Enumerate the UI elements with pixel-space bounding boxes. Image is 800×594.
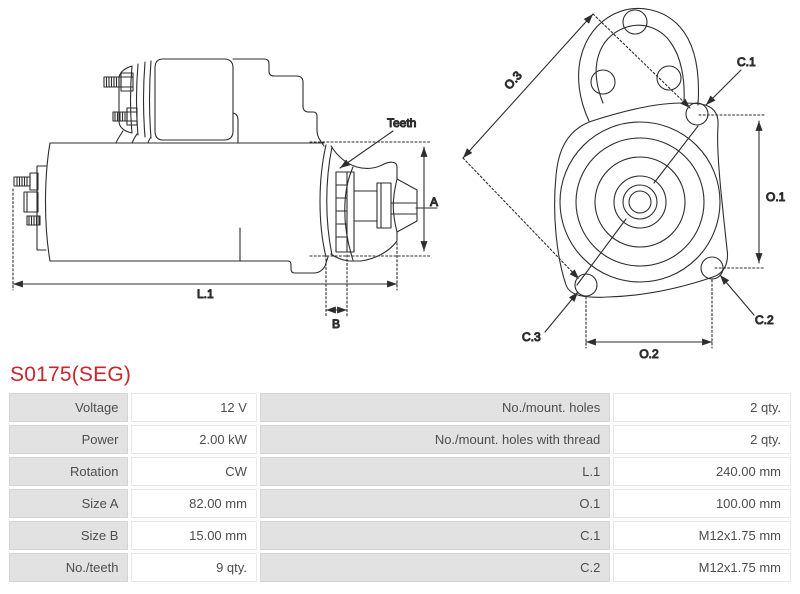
spec-value: 2.00 kW	[131, 425, 257, 454]
spec-value: 240.00 mm	[613, 457, 791, 486]
spec-value: 9 qty.	[131, 553, 257, 582]
spec-label: C.2	[259, 553, 611, 582]
dim-label-a: A	[430, 195, 438, 209]
spec-label: O.1	[259, 489, 611, 518]
spec-table: Voltage 12 V No./mount. holes 2 qty. Pow…	[6, 390, 794, 585]
spec-value: CW	[131, 457, 257, 486]
spec-label: Voltage	[9, 393, 129, 422]
table-row: Size B 15.00 mm C.1 M12x1.75 mm	[9, 521, 791, 550]
motor-body	[36, 142, 325, 262]
spec-label: Rotation	[9, 457, 129, 486]
spec-value: 82.00 mm	[131, 489, 257, 518]
top-bracket	[578, 7, 699, 122]
table-row: Rotation CW L.1 240.00 mm	[9, 457, 791, 486]
spec-value: M12x1.75 mm	[613, 521, 791, 550]
side-view-drawing: A B L.1 Teeth	[12, 58, 439, 332]
spec-label: C.1	[259, 521, 611, 550]
spec-label: No./teeth	[9, 553, 129, 582]
dim-label-o1: O.1	[766, 190, 786, 204]
spec-value: 100.00 mm	[613, 489, 791, 518]
spec-value: M12x1.75 mm	[613, 553, 791, 582]
teeth-label: Teeth	[387, 116, 416, 130]
spec-value: 2 qty.	[613, 393, 791, 422]
solenoid	[115, 58, 234, 144]
bearing-bore-circles	[559, 121, 721, 286]
mounting-flange	[554, 102, 729, 298]
bell-housing	[319, 144, 418, 262]
technical-drawing-area: A B L.1 Teeth	[12, 7, 787, 360]
table-row: Size A 82.00 mm O.1 100.00 mm	[9, 489, 791, 518]
side-view-dimensions: A B L.1 Teeth	[12, 115, 439, 332]
spec-label: No./mount. holes	[259, 393, 611, 422]
dim-label-o2: O.2	[639, 347, 659, 360]
dim-label-c2: C.2	[755, 313, 774, 327]
rear-terminal-studs	[13, 172, 41, 226]
drive-end-housing	[232, 58, 329, 274]
spec-label: Size A	[9, 489, 129, 518]
front-view-drawing: O.3 C.1 O.1 C.2 C.3 O.2	[462, 7, 786, 360]
table-row: Voltage 12 V No./mount. holes 2 qty.	[9, 393, 791, 422]
starter-motor-diagram: A B L.1 Teeth	[12, 7, 786, 360]
dim-label-c1: C.1	[737, 55, 756, 69]
dim-label-o3: O.3	[501, 68, 525, 92]
table-row: No./teeth 9 qty. C.2 M12x1.75 mm	[9, 553, 791, 582]
dim-label-c3: C.3	[522, 330, 541, 344]
spec-label: No./mount. holes with thread	[259, 425, 611, 454]
front-view-dimensions: O.3 C.1 O.1 C.2 C.3 O.2	[462, 13, 786, 360]
pinion-gear	[335, 171, 438, 253]
spec-label: Power	[9, 425, 129, 454]
spec-value: 12 V	[131, 393, 257, 422]
part-number-title: S0175(SEG)	[10, 363, 132, 386]
spec-value: 15.00 mm	[131, 521, 257, 550]
solenoid-terminal-studs	[103, 72, 138, 126]
spec-label: Size B	[9, 521, 129, 550]
spec-label: L.1	[259, 457, 611, 486]
spec-value: 2 qty.	[613, 425, 791, 454]
dim-label-b: B	[332, 317, 340, 331]
table-row: Power 2.00 kW No./mount. holes with thre…	[9, 425, 791, 454]
dim-label-l1: L.1	[197, 287, 214, 301]
